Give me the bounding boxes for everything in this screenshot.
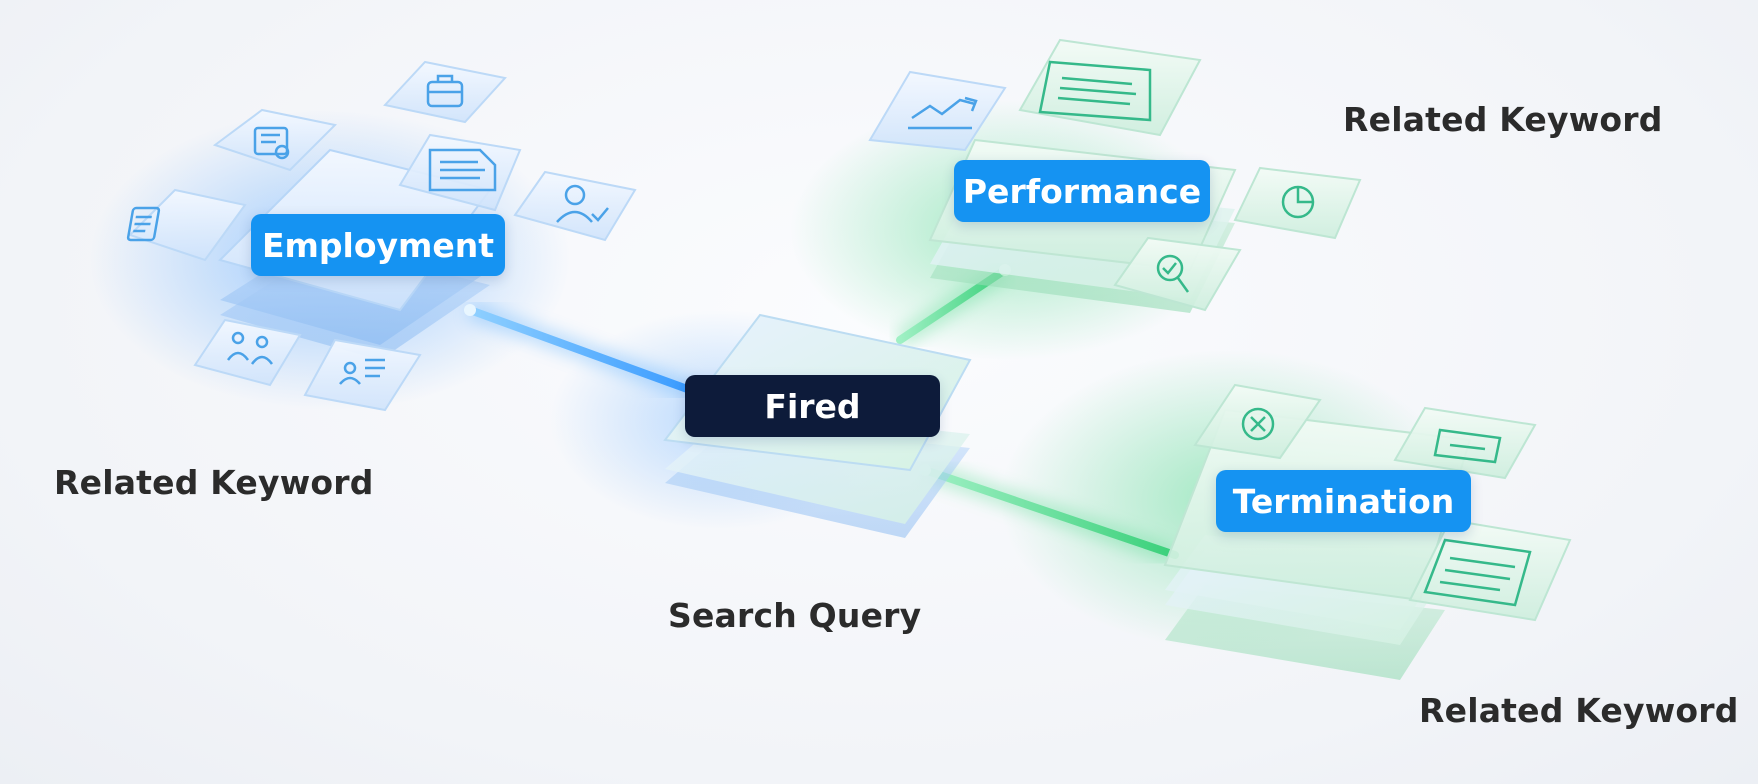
employment-caption: Related Keyword	[54, 463, 374, 502]
employment-pill[interactable]: Employment	[251, 214, 505, 276]
employment-tile-people	[193, 318, 302, 387]
search-query-caption: Search Query	[668, 596, 922, 635]
people-icon	[226, 331, 274, 365]
briefcase-icon	[426, 74, 464, 108]
performance-tile-magnifier	[1113, 236, 1242, 312]
termination-tile-x	[1193, 383, 1322, 460]
termination-label: Termination	[1232, 481, 1455, 521]
employment-tile-briefcase	[383, 60, 507, 124]
document-icon	[428, 148, 497, 192]
org-chart-icon	[339, 358, 385, 385]
termination-caption: Related Keyword	[1419, 691, 1739, 730]
fired-pill[interactable]: Fired	[685, 375, 940, 437]
termination-pill[interactable]: Termination	[1216, 470, 1471, 532]
x-circle-icon	[1241, 407, 1275, 441]
document-icon	[1423, 538, 1532, 607]
fired-label: Fired	[764, 386, 861, 426]
employment-tile-document	[398, 133, 522, 212]
termination-slab	[1163, 408, 1472, 680]
termination-tile-notice	[1393, 406, 1537, 480]
notice-icon	[1433, 428, 1502, 464]
performance-tile-document	[1018, 38, 1202, 137]
employment-tile-user	[513, 170, 637, 242]
performance-tile-pie	[1233, 166, 1362, 240]
trend-chart-icon	[908, 96, 978, 130]
magnifier-check-icon	[1156, 254, 1190, 293]
form-icon	[126, 206, 161, 242]
user-check-icon	[556, 184, 609, 223]
performance-tile-trend	[868, 70, 1007, 152]
performance-cluster	[868, 38, 1362, 313]
termination-cluster	[1163, 383, 1572, 680]
connector-lines	[464, 262, 1179, 564]
performance-label: Performance	[962, 171, 1202, 211]
document-icon	[1038, 60, 1152, 122]
employment-tile-form	[126, 188, 247, 262]
pie-chart-icon	[1281, 185, 1315, 219]
performance-caption: Related Keyword	[1343, 100, 1663, 139]
certificate-icon	[253, 126, 290, 160]
employment-label: Employment	[261, 225, 495, 265]
performance-pill[interactable]: Performance	[954, 160, 1210, 222]
employment-tile-certificate	[212, 108, 338, 172]
employment-tile-org	[303, 338, 422, 412]
termination-tile-document	[1408, 518, 1572, 622]
